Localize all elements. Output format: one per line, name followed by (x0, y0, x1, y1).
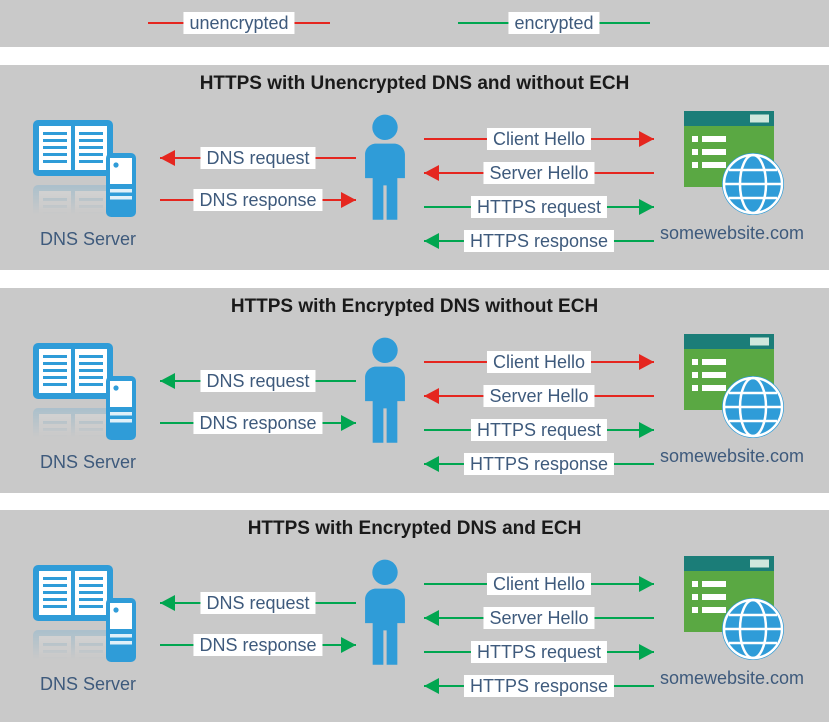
panel-encrypted-dns-no-ech: HTTPS with Encrypted DNS without ECH DNS… (0, 288, 829, 493)
arrow-head-icon (160, 373, 175, 389)
arrow-label: Server Hello (483, 607, 595, 629)
client-hello-arrow: Client Hello (424, 127, 654, 151)
arrow-head-icon (424, 678, 439, 694)
arrow-head-icon (639, 644, 654, 660)
arrow-label: DNS response (193, 412, 323, 434)
https-request-arrow: HTTPS request (424, 640, 654, 664)
arrow-label: Server Hello (483, 385, 595, 407)
panel-title: HTTPS with Unencrypted DNS and without E… (199, 73, 630, 94)
server-hello-arrow: Server Hello (424, 161, 654, 185)
https-request-arrow: HTTPS request (424, 418, 654, 442)
arrow-label: HTTPS response (463, 230, 615, 252)
https-response-arrow: HTTPS response (424, 452, 654, 476)
arrow-head-icon (639, 131, 654, 147)
arrow-head-icon (341, 415, 356, 431)
user-person-icon (356, 556, 414, 672)
arrow-head-icon (341, 637, 356, 653)
https-response-arrow: HTTPS response (424, 674, 654, 698)
arrow-label: DNS response (193, 189, 323, 211)
legend-encrypted: encrypted (458, 11, 650, 35)
dns-server-tower-icon (106, 598, 136, 662)
dns-response-arrow: DNS response (160, 411, 356, 435)
arrow-head-icon (639, 354, 654, 370)
dns-request-arrow: DNS request (160, 591, 356, 615)
arrow-label: Client Hello (486, 351, 592, 373)
panel-unencrypted-dns-no-ech: HTTPS with Unencrypted DNS and without E… (0, 65, 829, 270)
https-request-arrow: HTTPS request (424, 195, 654, 219)
arrow-label: DNS request (200, 370, 316, 392)
dns-server-tower-icon (106, 153, 136, 217)
https-response-arrow: HTTPS response (424, 229, 654, 253)
server-hello-arrow: Server Hello (424, 606, 654, 630)
arrow-head-icon (424, 610, 439, 626)
server-hello-arrow: Server Hello (424, 384, 654, 408)
website-icon (684, 556, 784, 662)
legend-unencrypted-label: unencrypted (183, 12, 295, 34)
dns-directory-icon (33, 343, 113, 403)
arrow-label: DNS request (200, 147, 316, 169)
arrow-label: DNS response (193, 634, 323, 656)
website-icon (684, 334, 784, 440)
dns-request-arrow: DNS request (160, 369, 356, 393)
website-label: somewebsite.com (660, 223, 805, 243)
arrow-label: DNS request (200, 592, 316, 614)
arrow-head-icon (639, 422, 654, 438)
dns-directory-icon (33, 565, 113, 625)
website-label: somewebsite.com (660, 446, 805, 466)
arrow-label: Client Hello (486, 573, 592, 595)
arrow-head-icon (424, 233, 439, 249)
user-person-icon (356, 111, 414, 227)
dns-server-label: DNS Server (40, 674, 137, 694)
arrow-head-icon (639, 199, 654, 215)
arrow-label: HTTPS request (470, 641, 608, 663)
arrow-head-icon (341, 192, 356, 208)
legend-unencrypted: unencrypted (148, 11, 330, 35)
dns-request-arrow: DNS request (160, 146, 356, 170)
dns-server-label: DNS Server (40, 452, 137, 472)
dns-server-tower-icon (106, 376, 136, 440)
arrow-head-icon (160, 150, 175, 166)
dns-server-label: DNS Server (40, 229, 137, 249)
arrow-label: HTTPS response (463, 453, 615, 475)
arrow-label: Client Hello (486, 128, 592, 150)
arrow-label: HTTPS response (463, 675, 615, 697)
dns-response-arrow: DNS response (160, 633, 356, 657)
client-hello-arrow: Client Hello (424, 350, 654, 374)
arrow-label: Server Hello (483, 162, 595, 184)
arrow-label: HTTPS request (470, 196, 608, 218)
website-label: somewebsite.com (660, 668, 805, 688)
arrow-head-icon (424, 456, 439, 472)
panel-encrypted-dns-with-ech: HTTPS with Encrypted DNS and ECH DNS Ser… (0, 510, 829, 722)
arrow-label: HTTPS request (470, 419, 608, 441)
arrow-head-icon (639, 576, 654, 592)
website-icon (684, 111, 784, 217)
client-hello-arrow: Client Hello (424, 572, 654, 596)
arrow-head-icon (160, 595, 175, 611)
arrow-head-icon (424, 165, 439, 181)
panel-title: HTTPS with Encrypted DNS without ECH (230, 296, 599, 317)
user-person-icon (356, 334, 414, 450)
dns-response-arrow: DNS response (160, 188, 356, 212)
arrow-head-icon (424, 388, 439, 404)
panel-title: HTTPS with Encrypted DNS and ECH (247, 518, 582, 539)
legend-bar: unencrypted encrypted (0, 0, 829, 47)
legend-encrypted-label: encrypted (508, 12, 600, 34)
dns-directory-icon (33, 120, 113, 180)
